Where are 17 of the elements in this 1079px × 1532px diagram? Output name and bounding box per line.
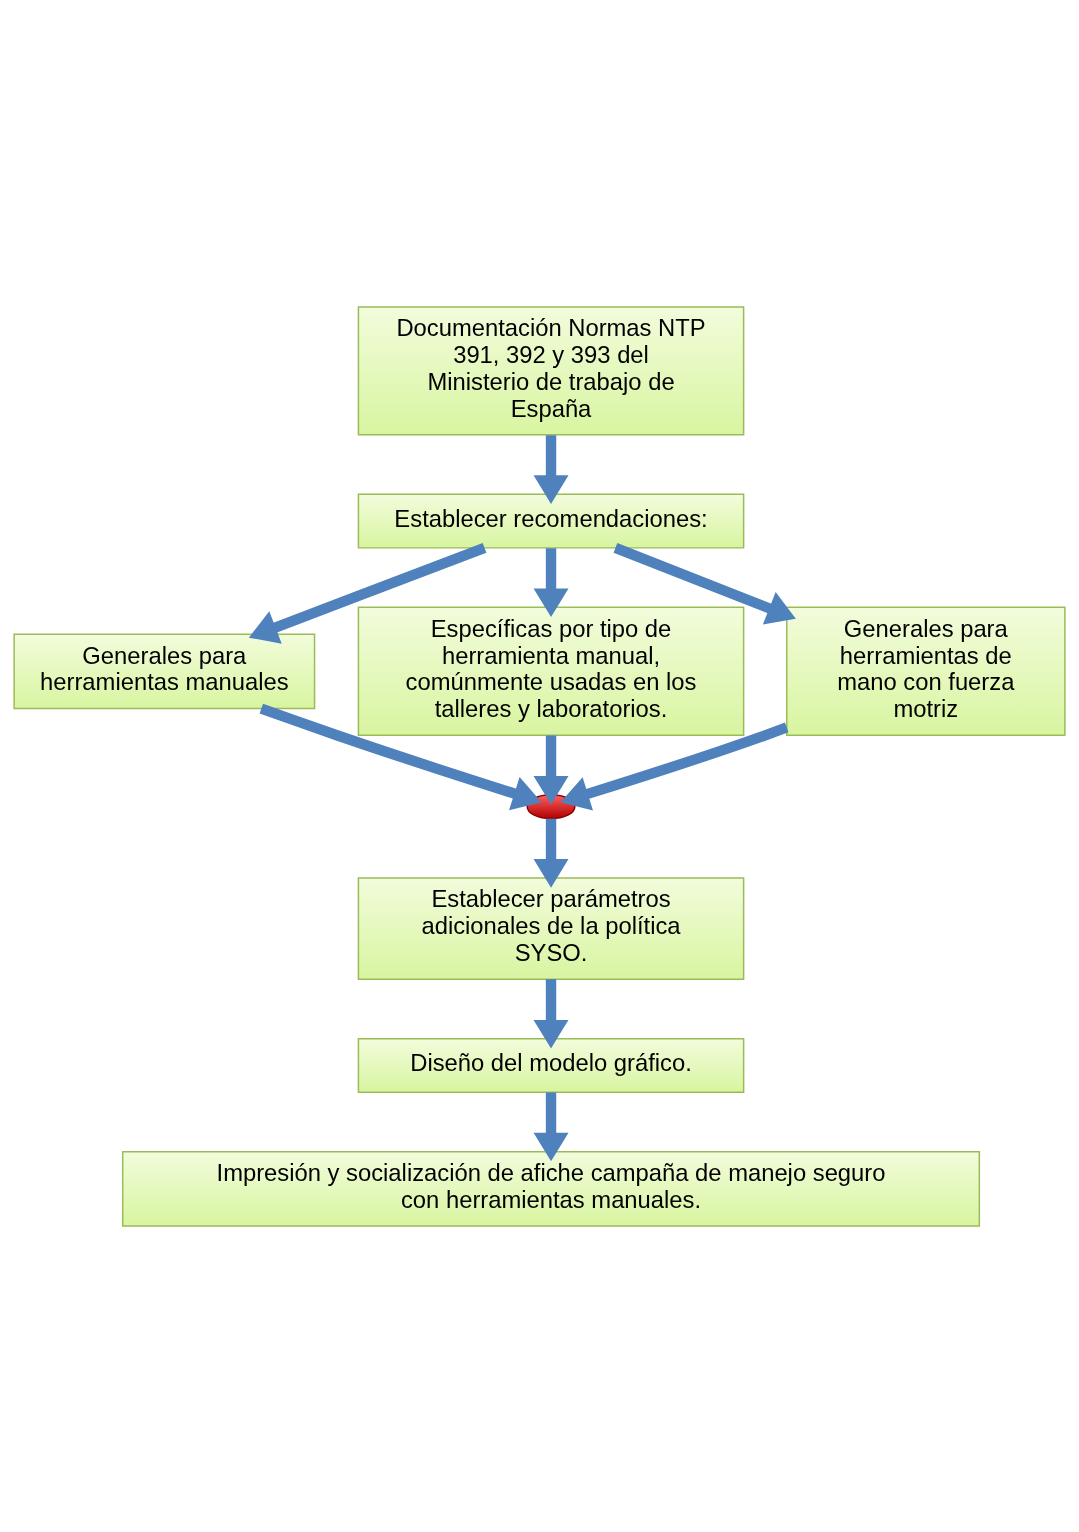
arrow [248,542,487,644]
node-box: Diseño del modelo gráfico. [357,1037,745,1093]
arrow [613,542,796,625]
node-box: Impresión y socialización de afiche campaña de manejo seguro con herramientas manuales. [121,1150,981,1227]
arrow [533,1091,569,1161]
arrow [533,434,569,504]
arrow [259,703,542,810]
node-box: Específicas por tipo de herramienta manual, comúnmente usadas en los talleres y laboratorios. [357,606,745,736]
arrow [533,978,569,1048]
arrow [560,722,789,811]
arrow [533,547,569,617]
node-box: Establecer parámetros adicionales de la política SYSO. [357,876,745,980]
node-box: Generales para herramientas de mano con fuerza motriz [786,606,1066,736]
node-box: Establecer recomendaciones: [357,493,745,549]
node-box: Generales para herramientas manuales [13,632,316,709]
node-box: Documentación Normas NTP 391, 392 y 393 del Ministerio de trabajo de España [357,305,745,436]
node-ellipse [526,793,576,819]
